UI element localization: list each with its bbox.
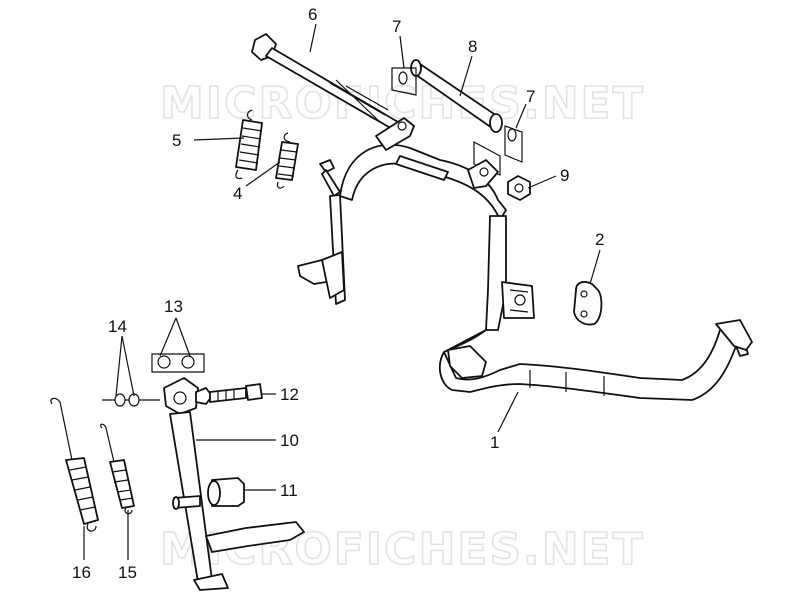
part-12-bolt[interactable] xyxy=(195,383,263,405)
part-7-washer-upper[interactable] xyxy=(391,67,417,96)
leader-lines xyxy=(83,23,601,560)
part-2-plate[interactable] xyxy=(573,281,603,326)
part-10-side-stand[interactable] xyxy=(163,377,305,591)
callout-1: 1 xyxy=(490,433,499,452)
callout-8: 8 xyxy=(468,37,477,56)
callout-10: 10 xyxy=(280,431,299,450)
part-7-washer-lower[interactable] xyxy=(504,125,523,163)
part-plate-9 xyxy=(473,140,501,176)
callout-16: 16 xyxy=(72,563,91,582)
part-5-spring[interactable] xyxy=(235,109,263,180)
part-4-spring[interactable] xyxy=(275,132,299,189)
callout-12: 12 xyxy=(280,385,299,404)
part-11-bumper[interactable] xyxy=(207,477,245,507)
part-1-center-stand[interactable] xyxy=(297,117,753,401)
callout-9: 9 xyxy=(560,166,569,185)
callout-2: 2 xyxy=(595,230,604,249)
callout-11: 11 xyxy=(280,481,298,500)
callout-13: 13 xyxy=(164,297,183,316)
part-14-washers[interactable] xyxy=(102,393,160,407)
callout-7-lower: 7 xyxy=(526,87,535,106)
part-16-spring[interactable] xyxy=(50,397,99,532)
part-small-bolt xyxy=(319,159,341,197)
callout-14: 14 xyxy=(108,317,127,336)
callout-15: 15 xyxy=(118,563,137,582)
callout-6: 6 xyxy=(308,5,317,24)
callout-7-upper: 7 xyxy=(392,17,401,36)
callout-4: 4 xyxy=(233,184,242,203)
part-9-nut[interactable] xyxy=(507,175,531,201)
part-15-spring[interactable] xyxy=(100,423,135,515)
part-13-washers[interactable] xyxy=(151,353,205,373)
callout-5: 5 xyxy=(172,131,181,150)
